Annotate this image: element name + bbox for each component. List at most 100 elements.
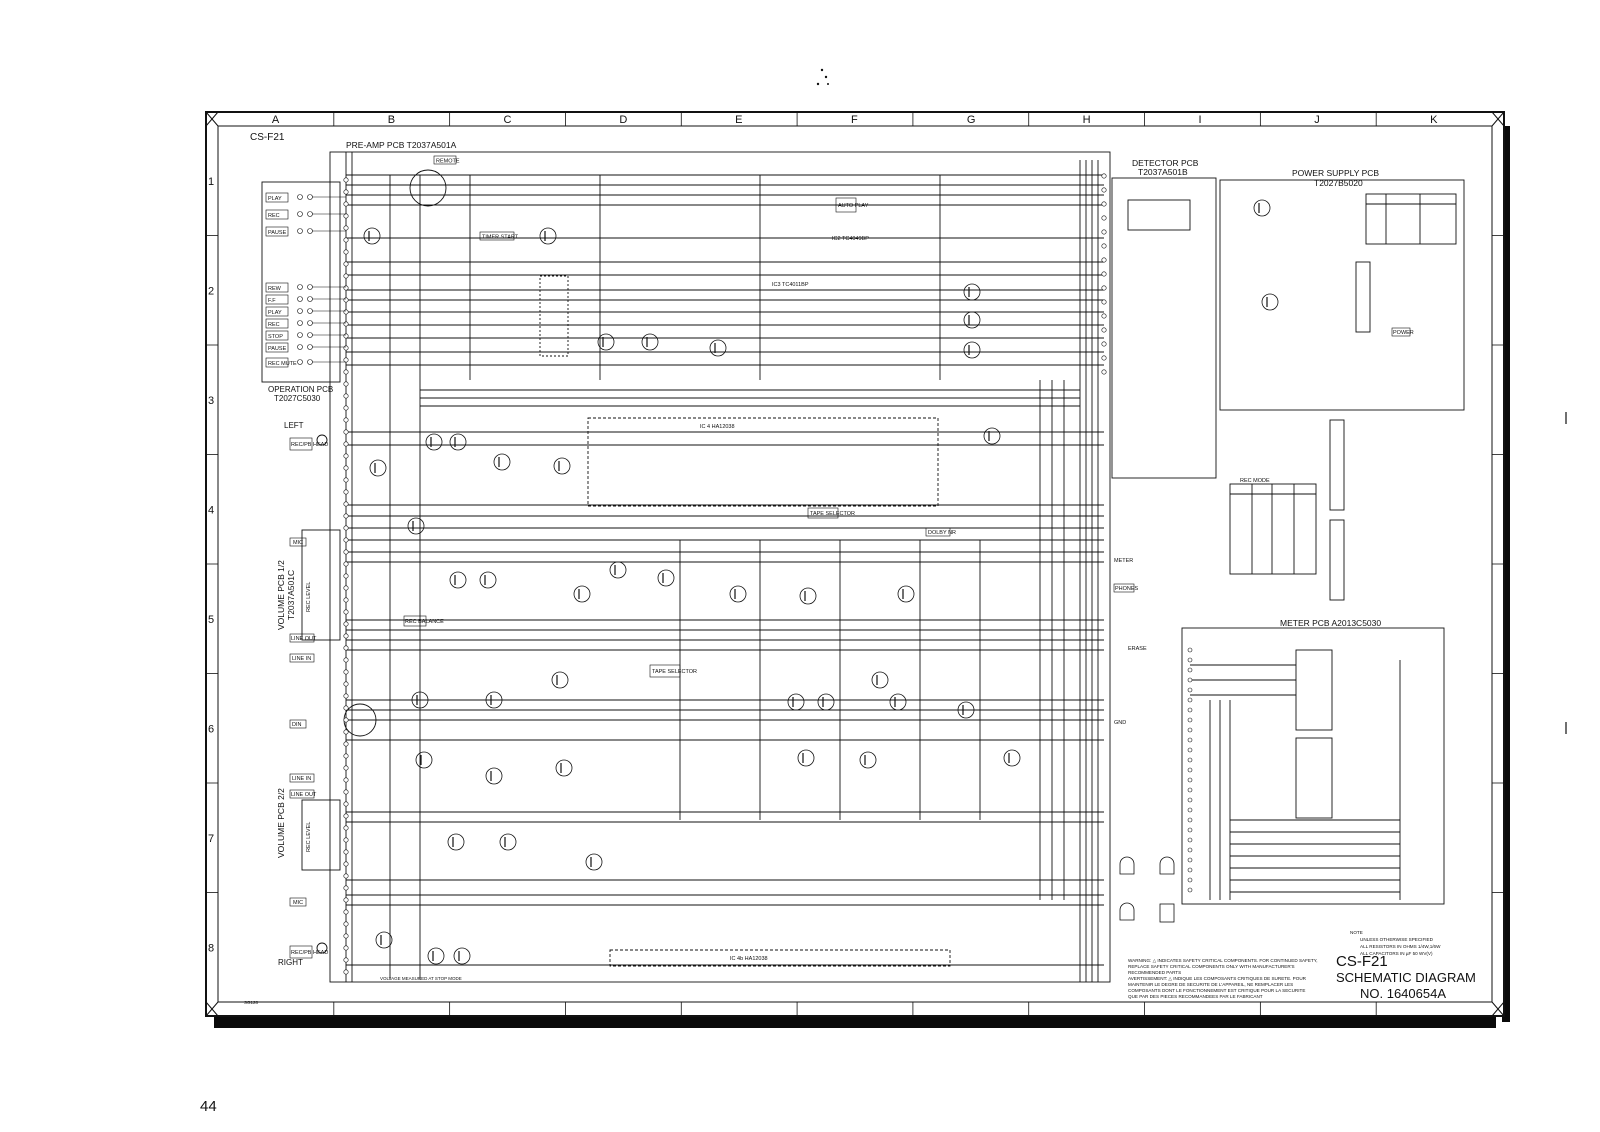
tape-selector-label: TAPE SELECTOR bbox=[810, 511, 855, 517]
transistor bbox=[817, 693, 835, 711]
terminal bbox=[1101, 215, 1107, 221]
switch-box bbox=[265, 330, 289, 341]
terminal bbox=[343, 957, 349, 963]
terminal bbox=[343, 501, 349, 507]
erase-label: ERASE bbox=[1128, 646, 1147, 652]
terminal bbox=[1187, 767, 1193, 773]
terminal bbox=[1187, 747, 1193, 753]
power-label: POWER bbox=[1393, 330, 1414, 336]
terminal bbox=[1187, 837, 1193, 843]
switch-box bbox=[265, 192, 289, 203]
transistor bbox=[1261, 293, 1279, 311]
terminal bbox=[343, 333, 349, 339]
transistor bbox=[539, 227, 557, 245]
terminal bbox=[1187, 777, 1193, 783]
transistor bbox=[363, 227, 381, 245]
warning-line: QUE PAR DES PIECES RECOMMANDEES PAR LE F… bbox=[1128, 994, 1263, 999]
switch-contact bbox=[297, 194, 303, 200]
terminal bbox=[343, 225, 349, 231]
terminal bbox=[343, 729, 349, 735]
corner-marks bbox=[205, 111, 1505, 1017]
switch-contact bbox=[297, 344, 303, 350]
ic3-label: IC3 TC4011BP bbox=[772, 282, 809, 288]
terminal bbox=[1187, 757, 1193, 763]
rec-balance-label: REC BALANCE bbox=[405, 619, 444, 625]
transistor bbox=[709, 339, 727, 357]
terminal bbox=[1187, 657, 1193, 663]
terminal bbox=[343, 621, 349, 627]
terminal bbox=[343, 177, 349, 183]
note-line: ALL RESISTORS IN OHMS 1/4W,1/6W bbox=[1360, 944, 1441, 949]
terminal bbox=[343, 933, 349, 939]
preamp-pcb-label: PRE-AMP PCB T2037A501A bbox=[346, 140, 457, 150]
terminal bbox=[1187, 647, 1193, 653]
switch-box bbox=[265, 226, 289, 237]
terminal bbox=[343, 477, 349, 483]
switch-box bbox=[265, 209, 289, 220]
grid-row-label: 4 bbox=[208, 504, 214, 516]
switch-label: REC bbox=[268, 322, 280, 328]
transistor bbox=[983, 427, 1001, 445]
terminal bbox=[343, 381, 349, 387]
terminal bbox=[1187, 707, 1193, 713]
tape-selector-2-label: TAPE SELECTOR bbox=[652, 669, 697, 675]
terminal bbox=[343, 321, 349, 327]
top-stray-marks bbox=[816, 68, 829, 86]
transistor bbox=[889, 693, 907, 711]
terminal bbox=[1187, 887, 1193, 893]
frame-shadow-right bbox=[1502, 126, 1510, 1022]
grid-row-label: 5 bbox=[208, 614, 214, 626]
terminal bbox=[1101, 341, 1107, 347]
terminal bbox=[1101, 285, 1107, 291]
auto-play-label: AUTO PLAY bbox=[838, 203, 869, 209]
transistor bbox=[551, 671, 569, 689]
terminal bbox=[343, 201, 349, 207]
terminal bbox=[343, 273, 349, 279]
ic2-label: IC2 TC4049BP bbox=[832, 236, 869, 242]
switch-label: STOP bbox=[268, 334, 283, 340]
grid-column-label: I bbox=[1198, 114, 1201, 126]
transistor bbox=[447, 833, 465, 851]
terminal bbox=[1187, 867, 1193, 873]
title-model: CS-F21 bbox=[1336, 953, 1388, 970]
terminal bbox=[343, 237, 349, 243]
switch-contact bbox=[297, 359, 303, 365]
transistor bbox=[375, 931, 393, 949]
grid-column-label: J bbox=[1314, 114, 1320, 126]
switch-label: REC MUTE bbox=[268, 361, 297, 367]
line-out-label: LINE OUT bbox=[291, 636, 317, 642]
terminal bbox=[1187, 677, 1193, 683]
terminal bbox=[343, 525, 349, 531]
transistor bbox=[425, 433, 443, 451]
grid-column-label: E bbox=[735, 114, 742, 126]
mic-jack-label: MIC bbox=[293, 540, 303, 546]
terminal bbox=[1187, 877, 1193, 883]
terminal bbox=[343, 969, 349, 975]
ic4b-label: IC 4b HA12038 bbox=[730, 956, 768, 962]
switch-box bbox=[265, 282, 289, 293]
terminal bbox=[1101, 327, 1107, 333]
grid-row-label: 1 bbox=[208, 176, 214, 188]
voltage-note: VOLTAGE MEASURED AT STOP MODE bbox=[380, 976, 462, 981]
terminal bbox=[1101, 201, 1107, 207]
terminal bbox=[343, 765, 349, 771]
transistor bbox=[963, 283, 981, 301]
grid-row-label: 7 bbox=[208, 833, 214, 845]
title-number: NO. 1640654A bbox=[1360, 986, 1446, 1001]
terminal bbox=[343, 609, 349, 615]
terminal bbox=[343, 405, 349, 411]
terminal bbox=[343, 825, 349, 831]
switch-contact bbox=[297, 211, 303, 217]
volume-pcb-2-label: VOLUME PCB 2/2 bbox=[276, 788, 286, 858]
terminal bbox=[1187, 737, 1193, 743]
transistor bbox=[555, 759, 573, 777]
transistor bbox=[585, 853, 603, 871]
terminal bbox=[343, 441, 349, 447]
ic4-label: IC 4 HA12038 bbox=[700, 424, 735, 430]
terminal bbox=[343, 249, 349, 255]
line-in-2-label: LINE IN bbox=[292, 776, 311, 782]
